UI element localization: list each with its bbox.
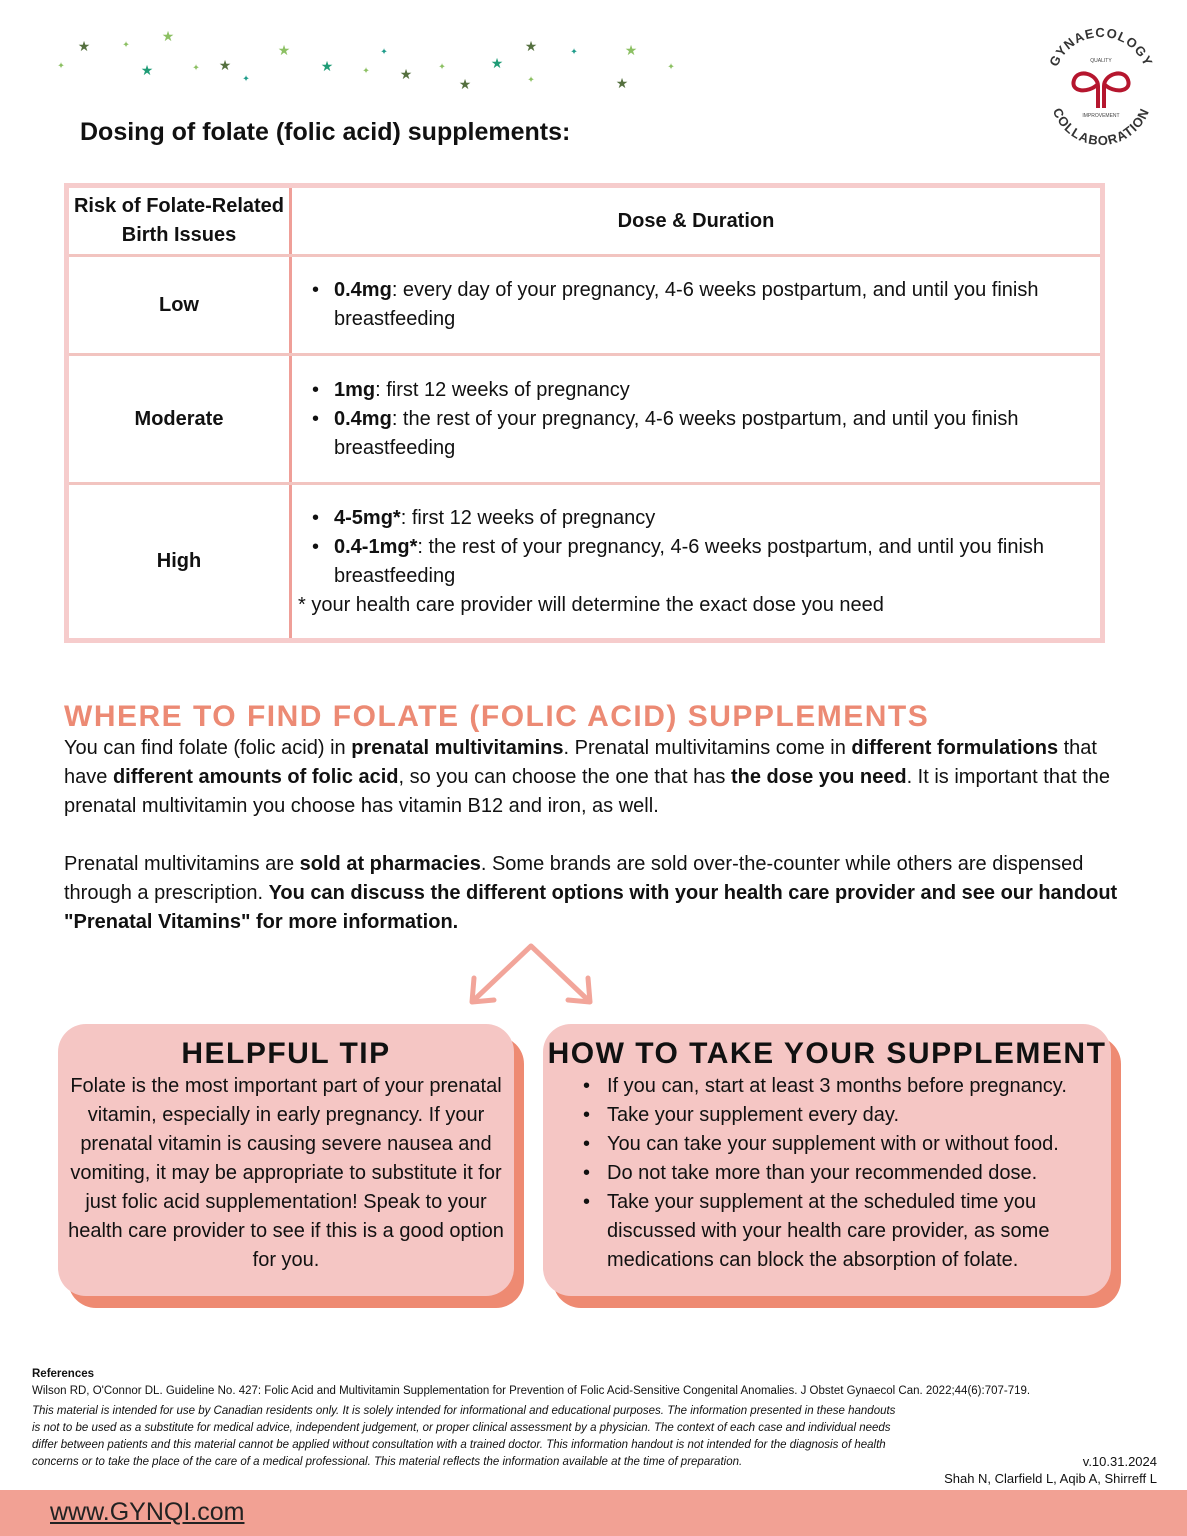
star-icon: ✦ [122, 39, 130, 50]
svg-text:IMPROVEMENT: IMPROVEMENT [1082, 113, 1119, 119]
star-icon: ★ [399, 66, 413, 82]
star-icon: ★ [524, 38, 538, 54]
page-title: Dosing of folate (folic acid) supplement… [80, 118, 571, 146]
where-paragraph-2: Prenatal multivitamins are sold at pharm… [64, 853, 1118, 933]
disclaimer: This material is intended for use by Can… [32, 1405, 896, 1468]
references: References Wilson RD, O'Connor DL. Guide… [32, 1366, 1030, 1400]
list-item: If you can, start at least 3 months befo… [583, 1072, 1111, 1101]
gynaecology-collaboration-logo: GYNAECOLOGY COLLABORATION QUALITY IMPROV… [1046, 25, 1155, 149]
dose-item: 4-5mg*: first 12 weeks of pregnancy [298, 504, 1092, 533]
helpful-tip-box: HELPFUL TIP Folate is the most important… [58, 1024, 514, 1296]
star-icon: ✦ [380, 46, 388, 57]
star-icon: ★ [161, 28, 175, 44]
table-row: Moderate 1mg: first 12 weeks of pregnanc… [65, 353, 1104, 485]
where-paragraph-1: You can find folate (folic acid) in pren… [64, 737, 1110, 817]
star-icon: ★ [490, 55, 504, 71]
risk-moderate: Moderate [65, 353, 292, 485]
dose-item: 0.4-1mg*: the rest of your pregnancy, 4-… [298, 533, 1092, 591]
star-icon: ✦ [362, 65, 370, 76]
header-risk: Risk of Folate-Related Birth Issues [65, 184, 292, 257]
references-heading: References [32, 1368, 95, 1380]
svg-text:QUALITY: QUALITY [1090, 58, 1112, 64]
star-icon: ✦ [667, 61, 675, 72]
tip-text: Folate is the most important part of you… [68, 1075, 504, 1271]
table-row: Low 0.4mg: every day of your pregnancy, … [65, 254, 1104, 356]
tip-heading: HELPFUL TIP [181, 1037, 391, 1070]
version: v.10.31.2024 [1082, 1454, 1157, 1469]
how-to-take-box: HOW TO TAKE YOUR SUPPLEMENT If you can, … [543, 1024, 1111, 1296]
star-icon: ✦ [242, 73, 250, 84]
table-header-row: Risk of Folate-Related Birth Issues Dose… [65, 184, 1104, 257]
dose-note: * your health care provider will determi… [298, 593, 884, 616]
star-icon: ★ [277, 42, 291, 58]
list-item: Take your supplement at the scheduled ti… [583, 1188, 1111, 1275]
svg-text:COLLABORATION: COLLABORATION [1050, 106, 1152, 149]
footer-bar: www.GYNQI.com [0, 1490, 1187, 1536]
website-link[interactable]: www.GYNQI.com [50, 1498, 245, 1526]
header-dose: Dose & Duration [289, 184, 1104, 257]
star-icon: ★ [218, 57, 232, 73]
star-icon: ✦ [192, 62, 200, 73]
star-icon: ✦ [527, 74, 535, 85]
list-item: Do not take more than your recommended d… [583, 1159, 1111, 1188]
risk-high: High [65, 482, 292, 642]
authors: Shah N, Clarfield L, Aqib A, Shirreff L [944, 1471, 1157, 1486]
star-icon: ★ [615, 75, 629, 91]
star-icon: ✦ [57, 60, 65, 71]
star-icon: ★ [624, 42, 638, 58]
section-heading: WHERE TO FIND FOLATE (FOLIC ACID) SUPPLE… [64, 700, 930, 733]
dosing-table: Risk of Folate-Related Birth Issues Dose… [64, 183, 1105, 643]
dose-item: 0.4mg: the rest of your pregnancy, 4-6 w… [298, 405, 1092, 463]
table-row: High 4-5mg*: first 12 weeks of pregnancy… [65, 482, 1104, 642]
dose-item: 1mg: first 12 weeks of pregnancy [298, 376, 1092, 405]
star-icon: ✦ [438, 61, 446, 72]
star-icon: ★ [458, 76, 472, 92]
star-icon: ★ [320, 58, 334, 74]
star-icon: ★ [140, 62, 154, 78]
split-arrow-icon [469, 943, 593, 1005]
where-to-find-section: WHERE TO FIND FOLATE (FOLIC ACID) SUPPLE… [64, 700, 1134, 937]
version-info: v.10.31.2024 Shah N, Clarfield L, Aqib A… [944, 1453, 1157, 1487]
references-citation: Wilson RD, O'Connor DL. Guideline No. 42… [32, 1385, 1031, 1397]
dose-item: 0.4mg: every day of your pregnancy, 4-6 … [298, 276, 1092, 334]
list-item: Take your supplement every day. [583, 1101, 1111, 1130]
risk-low: Low [65, 254, 292, 356]
how-heading: HOW TO TAKE YOUR SUPPLEMENT [547, 1037, 1107, 1070]
list-item: You can take your supplement with or wit… [583, 1130, 1111, 1159]
star-icon: ✦ [570, 46, 578, 57]
star-icon: ★ [77, 38, 91, 54]
